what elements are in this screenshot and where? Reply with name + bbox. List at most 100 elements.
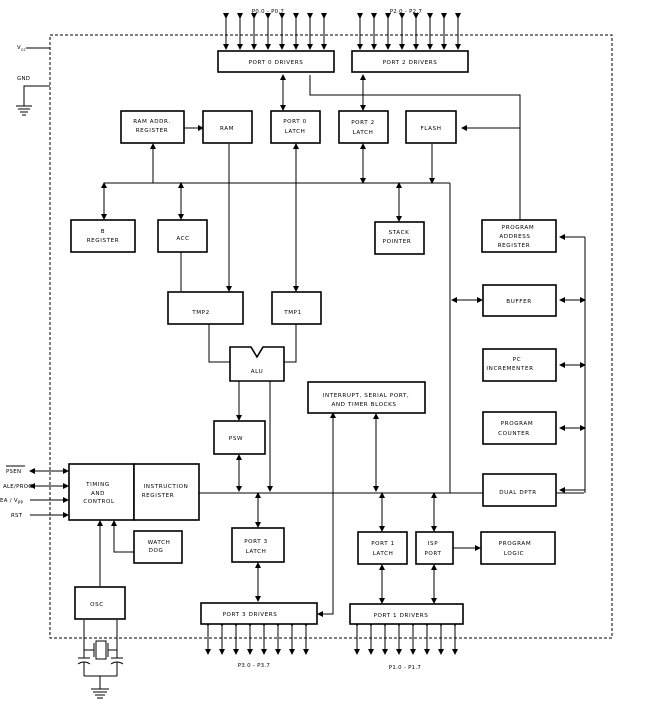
block-tmp1: TMP1 [271,291,322,325]
timing-label-2: AND [91,491,105,497]
instruction-register-label-1: INSTRUCTION [144,484,189,490]
block-dual-dptr: DUAL DPTR [482,473,557,507]
block-port3-drivers: PORT 3 DRIVERS [200,602,318,625]
ale-label: ALE/PROG [3,484,33,490]
dual-dptr-label: DUAL DPTR [499,490,537,496]
block-b-register: B REGISTER [70,219,136,253]
block-program-logic: PROGRAM LOGIC [480,531,556,565]
program-address-label-1: PROGRAM [502,225,535,231]
port0-latch-label-1: PORT 0 [283,119,307,125]
flash-label: FLASH [420,126,441,132]
block-program-address-register: PROGRAM ADDRESS REGISTER [481,219,557,253]
psen-label: PSEN [6,469,21,475]
gnd-label: GND [17,76,30,82]
program-logic-label-1: PROGRAM [499,541,532,547]
block-port2-latch: PORT 2 LATCH [338,110,389,144]
block-port0-drivers: PORT 0 DRIVERS [217,50,335,73]
stack-pointer-label-1: STACK [389,230,410,236]
ea-label: EA / VPP [0,498,24,505]
block-port2-drivers: PORT 2 DRIVERS [351,50,469,73]
pc-incrementer-label-2: INCREMENTER [486,366,533,372]
block-pc-incrementer: PC INCREMENTER [482,348,557,382]
stack-pointer-label-2: POINTER [383,239,412,245]
port3-pins [205,621,309,655]
rst-label: RST [11,513,23,519]
program-address-label-3: REGISTER [498,243,531,249]
acc-label: ACC [176,236,189,242]
buffer-label: BUFFER [506,299,531,305]
tmp1-label: TMP1 [283,310,302,316]
port3-latch-label-2: LATCH [246,549,267,555]
p2-pins-label: P2.0 - P2.7 [390,9,422,15]
block-watch-dog: WATCH DOG [133,530,183,564]
crystal-circuit [77,620,124,699]
chip-boundary [49,34,613,639]
watch-dog-label-2: DOG [149,548,164,554]
port2-latch-label-1: PORT 2 [351,120,375,126]
block-stack-pointer: STACK POINTER [374,221,425,255]
block-port0-latch: PORT 0 LATCH [270,110,321,144]
ea-label-main: EA / V [0,498,18,504]
block-ram: RAM [202,110,253,144]
p0-pins-label: P0.0 - P0.7 [252,9,284,15]
block-port3-latch: PORT 3 LATCH [231,527,285,563]
interrupt-label-1: INTERRUPT, SERIAL PORT, [323,393,410,399]
block-program-counter: PROGRAM COUNTER [482,411,557,445]
block-port1-latch: PORT 1 LATCH [357,531,408,565]
timing-label-3: CONTROL [83,499,115,505]
interrupt-label-2: AND TIMER BLOCKS [331,402,396,408]
alu-label: ALU [251,369,264,375]
block-acc: ACC [157,219,208,253]
instruction-register-label-2: REGISTER [142,493,175,499]
port2-drivers-label: PORT 2 DRIVERS [383,60,438,66]
port2-pins [357,13,461,50]
block-psw: PSW [213,420,266,455]
port3-latch-label-1: PORT 3 [244,539,268,545]
osc-label: OSC [90,602,104,608]
pc-incrementer-label-1: PC [513,357,521,363]
p1-pins-label: P1.0 - P1.7 [389,665,421,671]
block-interrupt-serial-timer: INTERRUPT, SERIAL PORT, AND TIMER BLOCKS [307,381,426,414]
b-register-label-1: B [101,229,105,235]
block-ram-addr-register: RAM ADDR. REGISTER [120,110,185,144]
p3-pins-label: P3.0 - P3.7 [238,663,270,669]
program-counter-label-2: COUNTER [498,431,530,437]
vcc-label-main: V [17,45,21,51]
block-port1-drivers: PORT 1 DRIVERS [349,603,464,625]
block-isp-port: ISP PORT [415,531,454,565]
ram-addr-label-1: RAM ADDR. [133,119,170,125]
port1-latch-label-1: PORT 1 [371,541,395,547]
block-tmp2: TMP2 [167,291,244,325]
block-osc: OSC [74,586,126,620]
bus-lines [16,47,586,617]
ram-label: RAM [220,126,234,132]
port1-pins [354,621,458,655]
program-logic-label-2: LOGIC [504,551,524,557]
block-alu: ALU [229,346,285,382]
program-counter-label-1: PROGRAM [501,421,534,427]
block-buffer: BUFFER [482,284,557,317]
vcc-label: Vcc [17,45,26,52]
ea-label-sub: PP [18,500,24,505]
port3-drivers-label: PORT 3 DRIVERS [223,612,278,618]
watch-dog-label-1: WATCH [148,540,171,546]
port0-pins [223,13,327,50]
isp-port-label-1: ISP [428,541,438,547]
block-timing-and-control: TIMING AND CONTROL [68,463,135,521]
ram-addr-label-2: REGISTER [136,128,169,134]
port0-latch-label-2: LATCH [285,129,306,135]
timing-label-1: TIMING [85,482,110,488]
block-flash: FLASH [405,110,457,144]
block-instruction-register: INSTRUCTION REGISTER [133,463,200,521]
port0-drivers-label: PORT 0 DRIVERS [249,60,304,66]
port1-drivers-label: PORT 1 DRIVERS [374,613,429,619]
isp-port-label-2: PORT [424,551,441,557]
program-address-label-2: ADDRESS [499,234,530,240]
port2-latch-label-2: LATCH [353,130,374,136]
vcc-label-sub: cc [21,47,26,52]
b-register-label-2: REGISTER [87,238,120,244]
tmp2-label: TMP2 [191,310,210,316]
psw-label: PSW [229,436,243,442]
port1-latch-label-2: LATCH [373,551,394,557]
